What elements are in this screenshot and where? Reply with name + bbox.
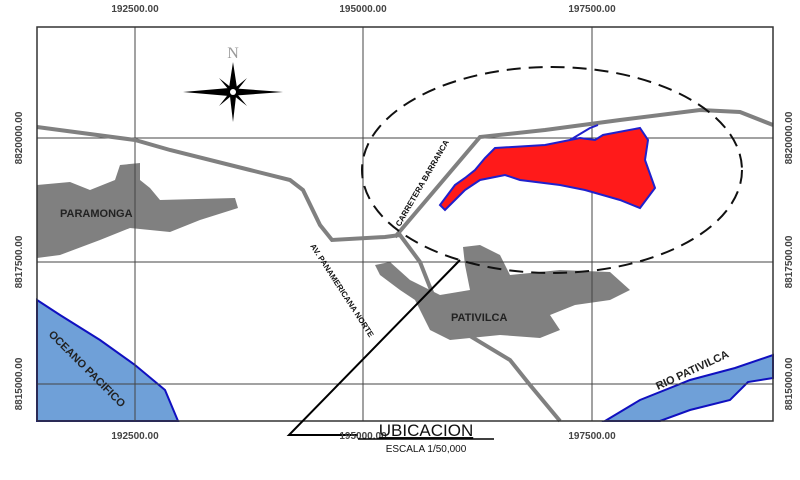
paramonga-label: PARAMONGA xyxy=(60,208,133,220)
panamericana-label: AV. PANAMERICANA NORTE xyxy=(308,242,375,339)
leader-line xyxy=(286,259,461,436)
map-title: UBICACION xyxy=(379,421,473,440)
north-arrow-icon xyxy=(183,62,283,122)
pativilca-label: PATIVILCA xyxy=(451,312,507,324)
y-tick-left: 8820000.00 xyxy=(14,111,25,164)
y-tick-right: 8820000.00 xyxy=(784,111,795,164)
y-tick-left: 8817500.00 xyxy=(14,235,25,288)
x-tick-bottom: 192500.00 xyxy=(111,431,159,442)
y-tick-right: 8817500.00 xyxy=(784,235,795,288)
x-tick-top: 192500.00 xyxy=(111,4,159,15)
location-circle xyxy=(361,66,743,274)
grid-lines xyxy=(37,27,773,421)
x-tick-top: 197500.00 xyxy=(568,4,616,15)
north-label: N xyxy=(227,45,239,62)
y-tick-left: 8815000.00 xyxy=(14,357,25,410)
map-scale: ESCALA 1/50,000 xyxy=(386,444,467,455)
ocean-area xyxy=(36,298,180,422)
project-site xyxy=(438,126,657,212)
y-tick-right: 8815000.00 xyxy=(784,357,795,410)
x-tick-bottom: 197500.00 xyxy=(568,431,616,442)
x-tick-bottom: 195000.00 xyxy=(339,431,387,442)
map-frame xyxy=(36,26,774,422)
roads xyxy=(36,107,774,423)
pativilca-area xyxy=(375,245,630,340)
paramonga-area xyxy=(37,163,238,258)
x-tick-top: 195000.00 xyxy=(339,4,387,15)
